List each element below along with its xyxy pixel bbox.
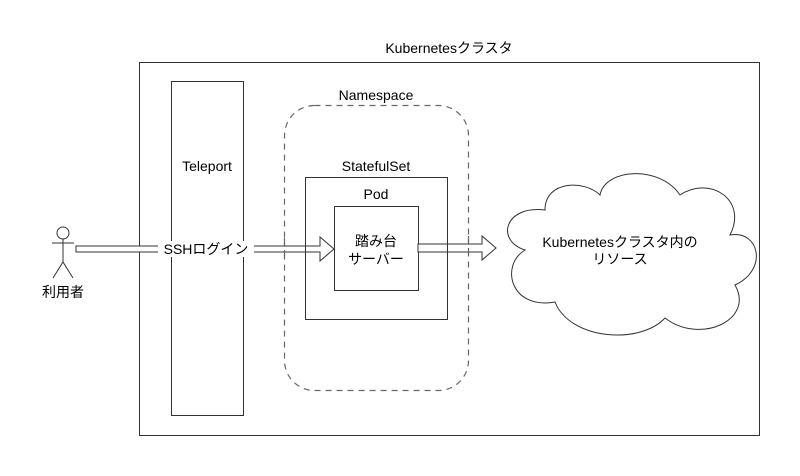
pod-box	[334, 206, 419, 291]
pod-label: Pod	[363, 186, 389, 202]
teleport-label: Teleport	[182, 158, 232, 174]
person-icon	[52, 226, 74, 279]
access-arrow	[417, 234, 497, 262]
ssh-label-bg	[158, 241, 254, 257]
statefulset-label: StatefulSet	[341, 158, 411, 174]
cluster-label: Kubernetesクラスタ	[385, 40, 513, 56]
resources-cloud	[507, 173, 757, 336]
ssh-login-label: SSHログイン	[163, 241, 249, 257]
bastion-label-line1: 踏み台	[355, 233, 397, 249]
namespace-label: Namespace	[338, 87, 414, 103]
resources-label-line1: Kubernetesクラスタ内の	[542, 234, 698, 250]
resources-label-line2: リソース	[592, 251, 648, 267]
bastion-label-line2: サーバー	[348, 251, 404, 267]
actor-label: 利用者	[42, 284, 84, 300]
